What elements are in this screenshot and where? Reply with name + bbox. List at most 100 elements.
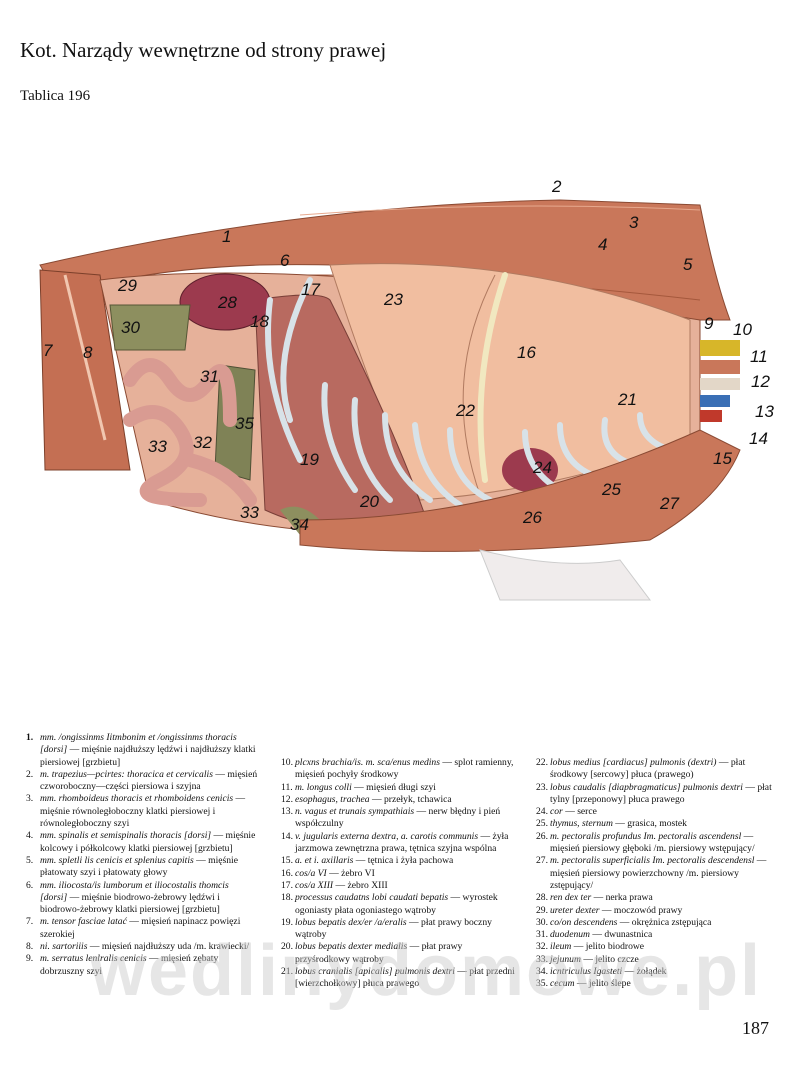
polish-term: — splot ramienny, mięsień pochyły środko…	[295, 757, 514, 781]
colon	[109, 304, 191, 351]
legend-entry: 21.lobus cranialis [apicalis] pulmonis d…	[281, 966, 515, 991]
latin-term: plcxns brachia/is. m. sca/enus medins	[295, 757, 440, 768]
legend-text: m. trapezius—pcirtes: thoracica et cervi…	[40, 769, 258, 794]
latin-term: lobus bepatis dexter medialis	[295, 941, 408, 953]
legend-number: 16.	[281, 867, 293, 879]
legend-column-1: 1. mm. /ongissinms Iitmbonim et /ongissin…	[26, 732, 258, 978]
latin-term: mm. /ongissinms Iitmbonim et /ongissinms…	[40, 732, 237, 756]
legend-text: mm. spinalis et semispinalis thoracis [d…	[40, 830, 258, 855]
legend-number: 19.	[281, 916, 293, 928]
label-10: 10	[733, 320, 752, 339]
legend-entry: 22.lobus medius [cardiacus] pulmonis (de…	[536, 757, 774, 782]
label-17: 17	[301, 280, 320, 299]
legend-text: mm. iliocosta/is lumborum et iliocostali…	[40, 880, 258, 917]
legend-entry: 27.m. pectoralis superficialis Im. pecto…	[536, 855, 774, 892]
legend-entry: 10.plcxns brachia/is. m. sca/enus medins…	[281, 757, 515, 782]
label-27: 27	[659, 494, 679, 513]
legend-number: 25.	[536, 818, 548, 830]
legend-entry: 14.v. jugularis externa dextra, a. carot…	[281, 831, 515, 856]
latin-term: mm. iliocosta/is lumborum et iliocostali…	[40, 879, 229, 903]
legend-number: 27.	[536, 855, 548, 867]
legend-entry: 29.ureter dexter — moczowód prawy	[536, 905, 774, 917]
latin-term: mm. rhomboideus thoracis et rhomboidens …	[40, 793, 234, 805]
latin-term: lobus cranialis [apicalis] pulmonis dext…	[295, 966, 455, 978]
legend-text: mm. /ongissinms Iitmbonim et /ongissinms…	[40, 732, 258, 769]
legend-number: 30.	[536, 916, 548, 928]
foreleg	[479, 549, 651, 601]
latin-term: cos/a XIII	[295, 879, 334, 891]
legend-entry: 1. mm. /ongissinms Iitmbonim et /ongissin…	[26, 732, 258, 769]
polish-term: — jelito biodrowe	[571, 941, 645, 953]
polish-term: — mięsień napinacz powięzi szerokiej	[40, 916, 241, 940]
legend-text: plcxns brachia/is. m. sca/enus medins — …	[295, 757, 515, 782]
polish-term: — tętnica i żyła pachowa	[353, 855, 454, 867]
latin-term: mm. spinalis et semispinalis thoracis [d…	[40, 830, 212, 842]
polish-term: — płat prawy boczny wątroby	[295, 916, 492, 941]
legend-number: 33.	[536, 953, 548, 965]
legend-entry: 32.ileum — jelito biodrowe	[536, 941, 774, 953]
legend-text: m. pectoralis superficialis Im. pectoral…	[550, 855, 774, 892]
latin-term: m. tensor fasciae latać	[40, 916, 127, 928]
polish-term: — żyła jarzmowa zewnętrzna prawa, tętnic…	[295, 830, 509, 855]
legend-number: 8.	[26, 941, 34, 953]
polish-term: — żebro XIII	[333, 879, 388, 891]
legend-entry: 3. mm. rhomboideus thoracis et rhomboiden…	[26, 793, 258, 830]
label-28: 28	[217, 293, 237, 312]
label-14: 14	[749, 429, 768, 448]
label-30: 30	[121, 318, 140, 337]
label-5: 5	[683, 255, 693, 274]
legend-entry: 30.co/on descendens — okrężnica zstępują…	[536, 917, 774, 929]
label-11: 11	[750, 347, 768, 366]
legend-text: n. vagus et trunais sympathiais — nerw b…	[295, 806, 515, 831]
legend-entry: 11.m. longus colli — mięsień długi szyi	[281, 782, 515, 794]
legend-number: 10.	[281, 757, 293, 768]
legend-number: 26.	[536, 830, 548, 842]
label-29: 29	[117, 276, 137, 295]
legend-number: 17.	[281, 879, 293, 891]
polish-term: — dwunastnica	[589, 929, 653, 941]
pectoral-muscles	[299, 429, 741, 552]
legend-number: 3.	[26, 793, 34, 805]
latin-term: lobus bepatis dex/er /a/eralis	[295, 916, 407, 928]
legend-text: thymus, sternum — grasica, mostek	[550, 818, 687, 830]
polish-term: — płat tylny [przeponowy] płuca prawego	[550, 781, 772, 805]
legend-text: v. jugularis externa dextra, a. carotis …	[295, 831, 515, 856]
label-23: 23	[383, 290, 403, 309]
polish-term: — płat środkowy [sercowy] płuca (prawego…	[550, 757, 746, 781]
legend-text: processus caudatns lobi caudati bepatis …	[295, 892, 515, 917]
label-32: 32	[193, 433, 212, 452]
legend-entry: 6. mm. iliocosta/is lumborum et iliocosta…	[26, 880, 258, 917]
legend-number: 21.	[281, 966, 293, 978]
latin-term: m. longus colli	[295, 781, 352, 793]
label-3: 3	[629, 213, 639, 232]
polish-term: — płat prawy przyśrodkowy wątroby	[295, 941, 463, 965]
latin-term: ureter dexter	[550, 904, 600, 916]
latin-term: m. pectoralis superficialis Im. pectoral…	[550, 855, 755, 867]
latin-term: v. jugularis externa dextra, a. carotis …	[295, 830, 479, 842]
polish-term: — przełyk, tchawica	[369, 793, 452, 805]
figure-labels: 1 2 3 4 5 6 7 8 9 10 11 12 13 14 15 16 1…	[43, 177, 774, 534]
latin-term: ren dex ter	[550, 892, 592, 904]
polish-term: — jelito ślepe	[574, 978, 631, 990]
polish-term: — mięśnie równoległoboczny klatki piersi…	[40, 793, 246, 830]
legend-text: m. serratus lenlralis cenicis — mięsień …	[40, 953, 258, 978]
polish-term: — mięśnie kolcowy i półkolcowy klatki pi…	[40, 830, 256, 854]
latin-term: duodenum	[550, 929, 590, 941]
neck-structures	[700, 340, 740, 422]
legend-text: ileum — jelito biodrowe	[550, 941, 644, 953]
label-19: 19	[300, 450, 319, 469]
legend-number: 1.	[26, 732, 34, 743]
legend-number: 13.	[281, 806, 293, 818]
polish-term: — mięsień długi szyi	[351, 781, 436, 793]
legend-text: cos/a XIII — żebro XIII	[295, 880, 388, 892]
label-22: 22	[455, 401, 475, 420]
label-16: 16	[517, 343, 536, 362]
label-25: 25	[601, 480, 621, 499]
legend-number: 6.	[26, 879, 34, 891]
label-9: 9	[704, 314, 714, 333]
legend-entry: 28.ren dex ter — nerka prawa	[536, 892, 774, 904]
legend-entry: 18.processus caudatns lobi caudati bepat…	[281, 892, 515, 917]
legend-entry: 13.n. vagus et trunais sympathiais — ner…	[281, 806, 515, 831]
legend-number: 32.	[536, 941, 548, 953]
